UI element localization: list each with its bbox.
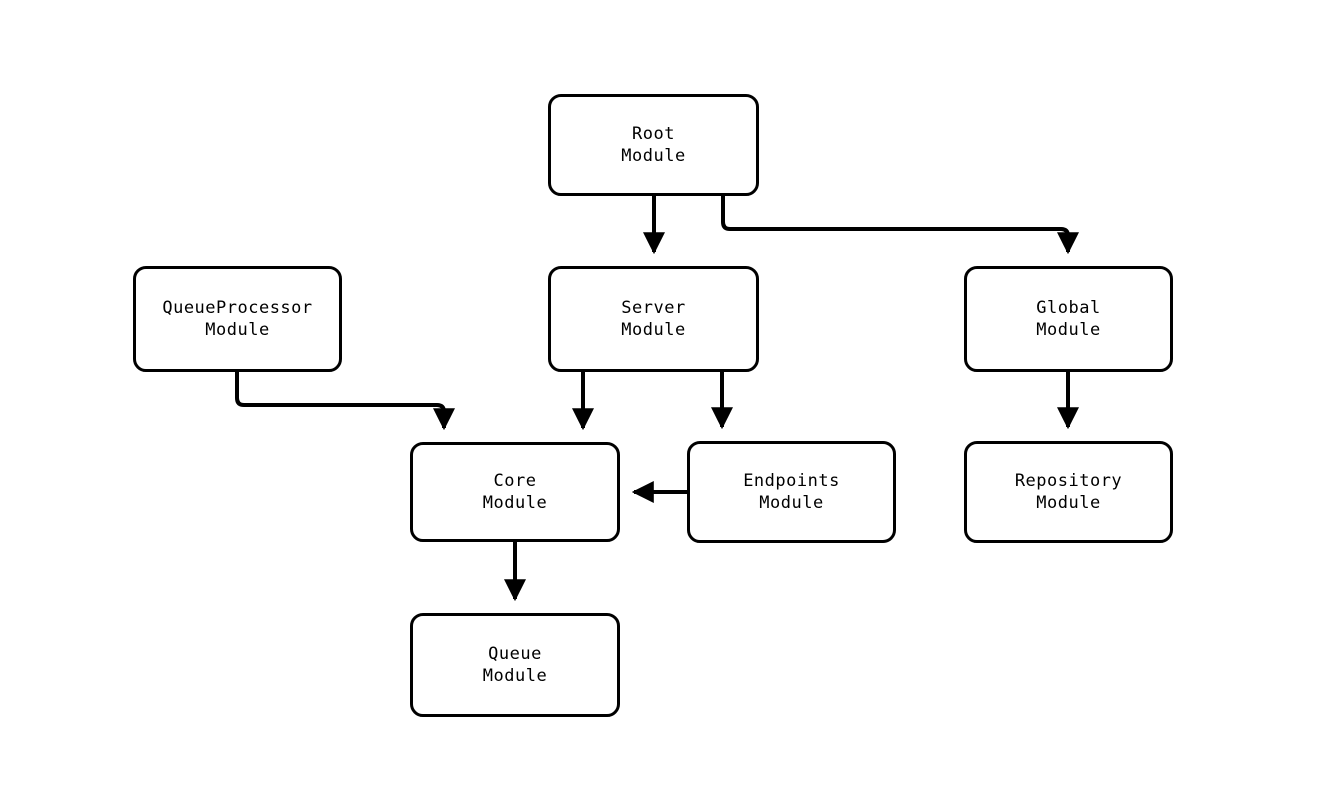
node-root-module-line2: Module <box>621 146 686 166</box>
node-server-module-line2: Module <box>621 320 686 340</box>
node-repository-module-line2: Module <box>1036 493 1101 513</box>
node-global-module[interactable]: Global Module <box>964 266 1173 372</box>
node-server-module[interactable]: Server Module <box>548 266 759 372</box>
node-root-module-line1: Root <box>632 124 675 144</box>
edge-queueprocessor-to-core <box>235 372 455 431</box>
node-root-module[interactable]: Root Module <box>548 94 759 196</box>
edge-root-to-global <box>721 196 1079 255</box>
node-queueprocessor-module[interactable]: QueueProcessor Module <box>133 266 342 372</box>
node-server-module-line1: Server <box>621 298 686 318</box>
node-endpoints-module-line1: Endpoints <box>743 471 840 491</box>
node-queue-module-line2: Module <box>482 666 548 686</box>
node-endpoints-module-line2: Module <box>759 493 824 513</box>
node-queue-module-line1: Queue <box>488 644 542 664</box>
node-queueprocessor-module-line2: Module <box>205 320 270 340</box>
node-global-module-line1: Global <box>1036 298 1101 318</box>
node-repository-module-line1: Repository <box>1014 471 1123 491</box>
node-queue-module[interactable]: Queue Module <box>410 613 620 717</box>
node-global-module-line2: Module <box>1036 320 1101 340</box>
node-core-module-line2: Module <box>482 493 548 513</box>
node-queueprocessor-module-line1: QueueProcessor <box>162 298 313 318</box>
node-endpoints-module[interactable]: Endpoints Module <box>687 441 896 543</box>
node-core-module-line1: Core <box>493 471 537 491</box>
node-core-module[interactable]: Core Module <box>410 442 620 542</box>
node-repository-module[interactable]: Repository Module <box>964 441 1173 543</box>
